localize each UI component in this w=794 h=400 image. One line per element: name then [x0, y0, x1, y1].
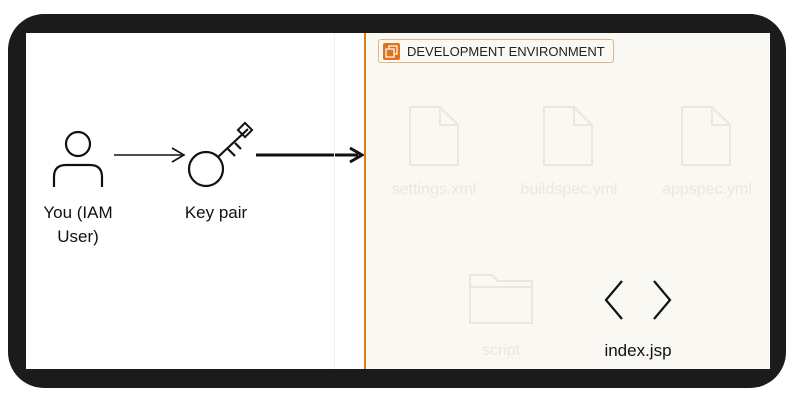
- file-label-buildspec: buildspec.yml: [520, 181, 618, 198]
- file-icon: [409, 106, 459, 166]
- user-label: You (IAM User): [32, 201, 124, 249]
- arrow-key-to-environment: [256, 146, 365, 164]
- code-brackets-icon: [604, 280, 672, 320]
- jsp-file-label: index.jsp: [604, 341, 672, 360]
- folder-label-script: script: [481, 342, 521, 359]
- environment-group-icon: [383, 43, 400, 60]
- file-label-settings: settings.xml: [391, 181, 477, 198]
- environment-title-badge: DEVELOPMENT ENVIRONMENT: [378, 39, 614, 63]
- file-label-appspec: appspec.yml: [662, 181, 752, 198]
- user-label-line1: You (IAM: [43, 203, 113, 222]
- key-icon: [187, 121, 254, 188]
- arrow-user-to-key: [114, 147, 186, 163]
- environment-title: DEVELOPMENT ENVIRONMENT: [407, 44, 605, 59]
- user-label-line2: User): [57, 227, 99, 246]
- key-label: Key pair: [184, 203, 248, 222]
- faint-divider: [334, 33, 335, 369]
- left-panel: You (IAM User) Key pair: [26, 33, 365, 369]
- file-icon: [543, 106, 593, 166]
- development-environment-panel: DEVELOPMENT ENVIRONMENT settings.xml bui…: [364, 33, 770, 369]
- user-icon: [52, 130, 104, 187]
- file-icon: [681, 106, 731, 166]
- diagram-canvas: You (IAM User) Key pair: [26, 33, 770, 369]
- folder-icon: [469, 274, 533, 324]
